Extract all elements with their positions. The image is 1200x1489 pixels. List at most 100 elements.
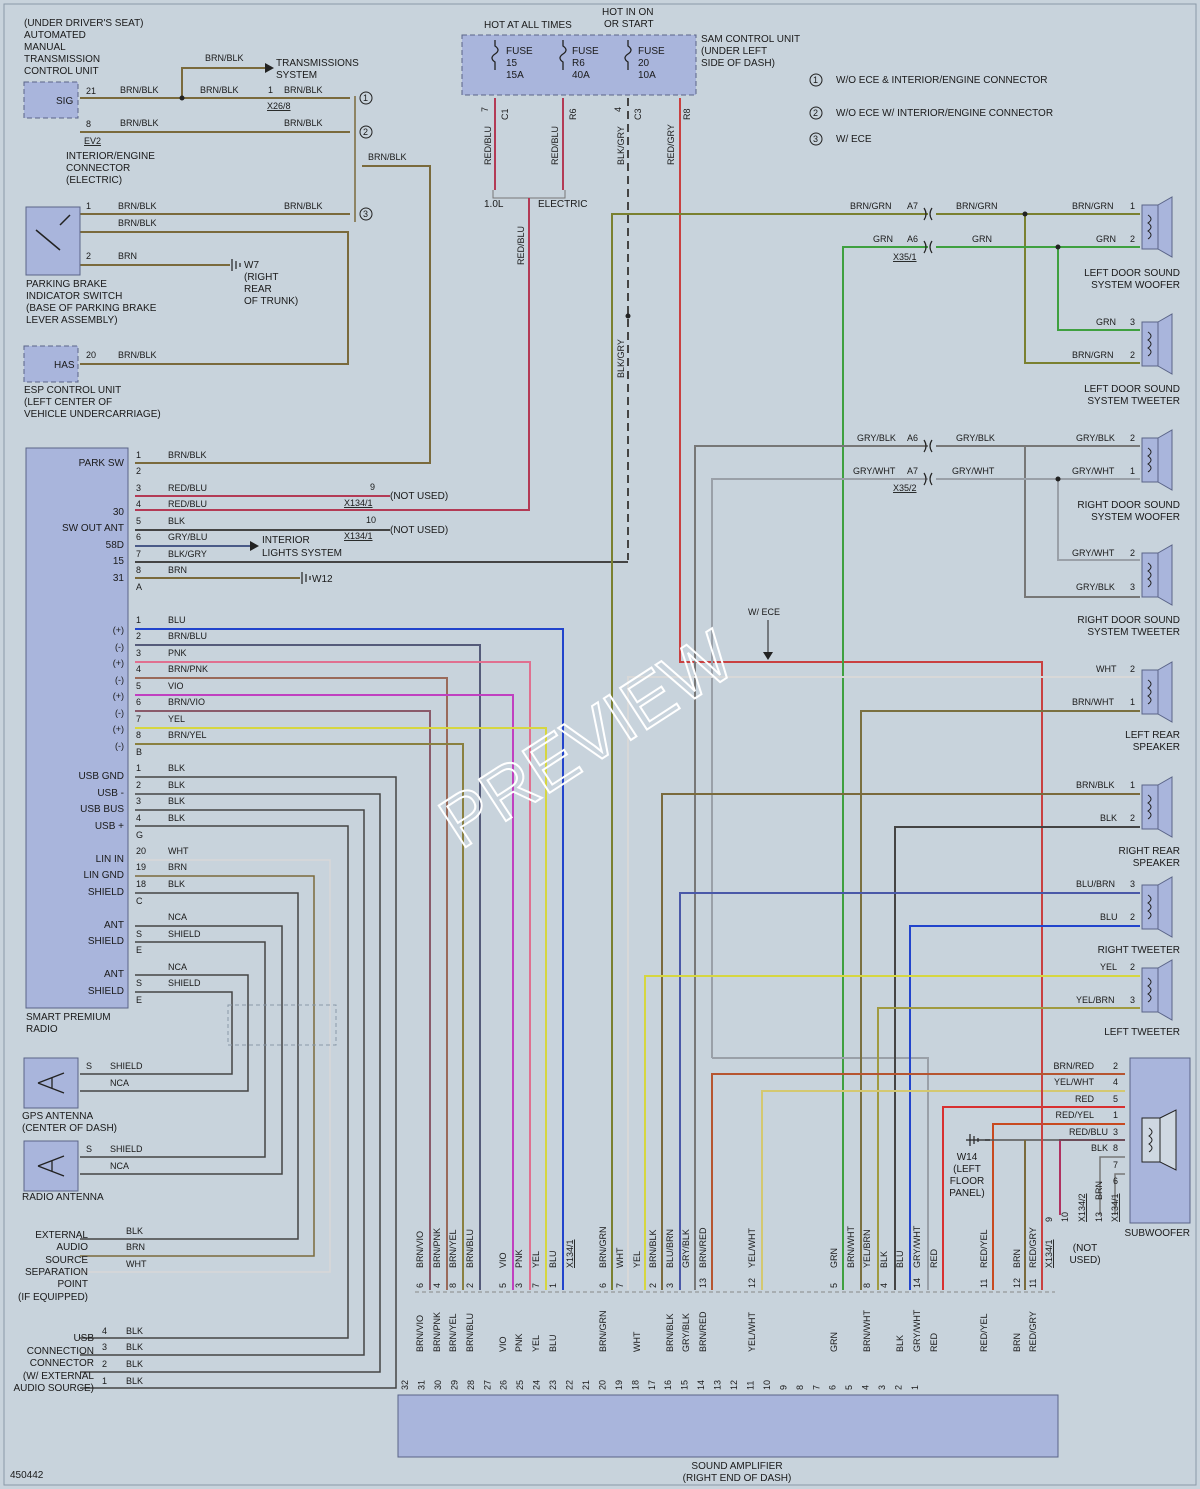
lbl-a6: A6 (907, 234, 918, 244)
wire-brnblk-has (80, 231, 349, 365)
label-30: 30 (113, 507, 125, 518)
wire-redblu-30 (135, 198, 530, 511)
pin-2: 2 (86, 251, 91, 261)
interior-3: (ELECTRIC) (66, 175, 122, 186)
tcu-sig: SIG (56, 96, 73, 107)
amp-upper-labels: BRN/VIO6BRN/PNK4BRN/YEL8BRN/BLU2VIO5PNK3… (415, 1225, 1054, 1288)
speaker-icons (1141, 196, 1177, 1171)
ext-wire-blk: BLK (126, 1226, 143, 1236)
lbl-p2f: 2 (1130, 813, 1135, 823)
rant-s: S (86, 1144, 92, 1154)
sub-wire-2: YEL/WHT (1054, 1077, 1095, 1087)
right-rear-1: RIGHT REAR (1119, 846, 1181, 857)
lbl-x351: X35/1 (893, 252, 917, 262)
wire-gps-nca (80, 974, 249, 1092)
wire-ant-shield (80, 941, 266, 1158)
amp-upper-pin-16: 12 (747, 1278, 757, 1288)
amp-pin-32: 32 (400, 1380, 410, 1390)
esp-3: VEHICLE UNDERCARRIAGE) (24, 409, 161, 420)
amp-pin-15: 15 (680, 1380, 690, 1390)
amp-lower-wire-21: RED/GRY (1028, 1311, 1038, 1352)
g-wire-3: BLK (168, 796, 185, 806)
amp-lower-wire-19: RED/YEL (979, 1313, 989, 1352)
usb-4: (W/ EXTERNAL (23, 1371, 95, 1382)
rw-tweeter-2: SYSTEM TWEETER (1087, 627, 1180, 638)
wire-gryblk-tw (1024, 446, 1140, 598)
ground-symbols (231, 259, 990, 1146)
sub-pin-8: 6 (1113, 1176, 1118, 1186)
fuse4-conn: R8 (682, 108, 692, 120)
amp-upper-wire-22: GRY/WHT (912, 1225, 922, 1268)
sub-wire-1: BRN/RED (1053, 1061, 1094, 1071)
lbl-a7: A7 (907, 201, 918, 211)
lw-woofer-2: SYSTEM WOOFER (1091, 280, 1180, 291)
ant1-e: E (136, 945, 142, 955)
left-tweeter: LEFT TWEETER (1104, 1027, 1180, 1038)
amp-upper-wire-23: RED (929, 1248, 939, 1268)
not-used-2: (NOT USED) (390, 525, 448, 536)
usb-wire-1: BLK (126, 1376, 143, 1386)
amp-lower-wire-9: WHT (632, 1331, 642, 1352)
usb-pins: 4 BLK 3 BLK 2 BLK 1 BLK (102, 1326, 143, 1386)
a-letter: A (136, 582, 142, 592)
ext-6: (IF EQUIPPED) (18, 1292, 88, 1303)
sub-wire-4: RED/YEL (1055, 1110, 1094, 1120)
brnblk-4: BRN/BLK (284, 85, 323, 95)
usb-5: AUDIO SOURCE) (13, 1383, 94, 1394)
b-pin-6: 6 (136, 697, 141, 707)
usb-1: USB (73, 1333, 94, 1344)
legend-num-3: 3 (813, 134, 818, 144)
conn-ant: NCA S SHIELD E NCA S SHIELD E (136, 912, 201, 1005)
amp-upper-wire-8: X134/1 (565, 1239, 575, 1268)
gps-antenna (23, 1057, 79, 1109)
amp-pin-23: 23 (548, 1380, 558, 1390)
amp-pin-13: 13 (713, 1380, 723, 1390)
pol-2: (-) (115, 642, 124, 652)
wire-brnred-sub (711, 1073, 1125, 1290)
amp-lower-wire-20: BRN (1012, 1333, 1022, 1352)
amp-upper-wire-26: RED/GRY (1028, 1227, 1038, 1268)
pin-1: 1 (268, 85, 273, 95)
amp-upper-pin-22: 14 (912, 1278, 922, 1288)
amp-upper-pin-1: 4 (432, 1283, 442, 1288)
amp-name-2: (RIGHT END OF DASH) (683, 1473, 792, 1484)
a-pin-3: 3 (136, 483, 141, 493)
amp-pin-17: 17 (647, 1380, 657, 1390)
usb-pin-3: 3 (102, 1342, 107, 1352)
a-pin-7: 7 (136, 549, 141, 559)
wire-usb2 (80, 793, 381, 1373)
sub-bottom: 9 10 X134/2 13 BRN X134/1 (1044, 1181, 1120, 1222)
amp-pin-25: 25 (515, 1380, 525, 1390)
pol-5: (+) (113, 691, 124, 701)
a-wire-3: RED/BLU (168, 483, 207, 493)
lbl-a6b: A6 (907, 433, 918, 443)
amp-upper-wire-17: GRN (829, 1248, 839, 1268)
fuse2-rating: 40A (572, 70, 590, 81)
amp-lower-wire-13: YEL/WHT (747, 1311, 757, 1352)
wire-brnblk-tcu (80, 67, 265, 99)
amp-lower-wire-12: BRN/RED (698, 1311, 708, 1352)
a-pin-5: 5 (136, 516, 141, 526)
x35-connectors (923, 207, 933, 486)
fuse1-rating: 15A (506, 70, 524, 81)
g-pin-1: 1 (136, 763, 141, 773)
or-start: OR START (604, 19, 654, 30)
wire-blu-rtw (909, 925, 1140, 1290)
left-rear-2: SPEAKER (1133, 742, 1180, 753)
amp-pin-10: 10 (762, 1380, 772, 1390)
not-used-1: (NOT USED) (390, 491, 448, 502)
pin-10: 10 (366, 515, 376, 525)
sam-line-3: SIDE OF DASH) (701, 58, 775, 69)
usb-2: CONNECTION (27, 1346, 94, 1357)
lbl-brngrn-3: BRN/GRN (1072, 201, 1114, 211)
switch-symbol (35, 214, 71, 251)
amp-upper-pin-5: 3 (514, 1283, 524, 1288)
lbl-p2c: 2 (1130, 433, 1135, 443)
amp-upper-pin-10: 7 (615, 1283, 625, 1288)
wire-brnwht-lrear (860, 710, 1140, 1290)
amp-upper-pin-17: 5 (829, 1283, 839, 1288)
g-pin-4: 4 (136, 813, 141, 823)
amp-pin-21: 21 (581, 1380, 591, 1390)
